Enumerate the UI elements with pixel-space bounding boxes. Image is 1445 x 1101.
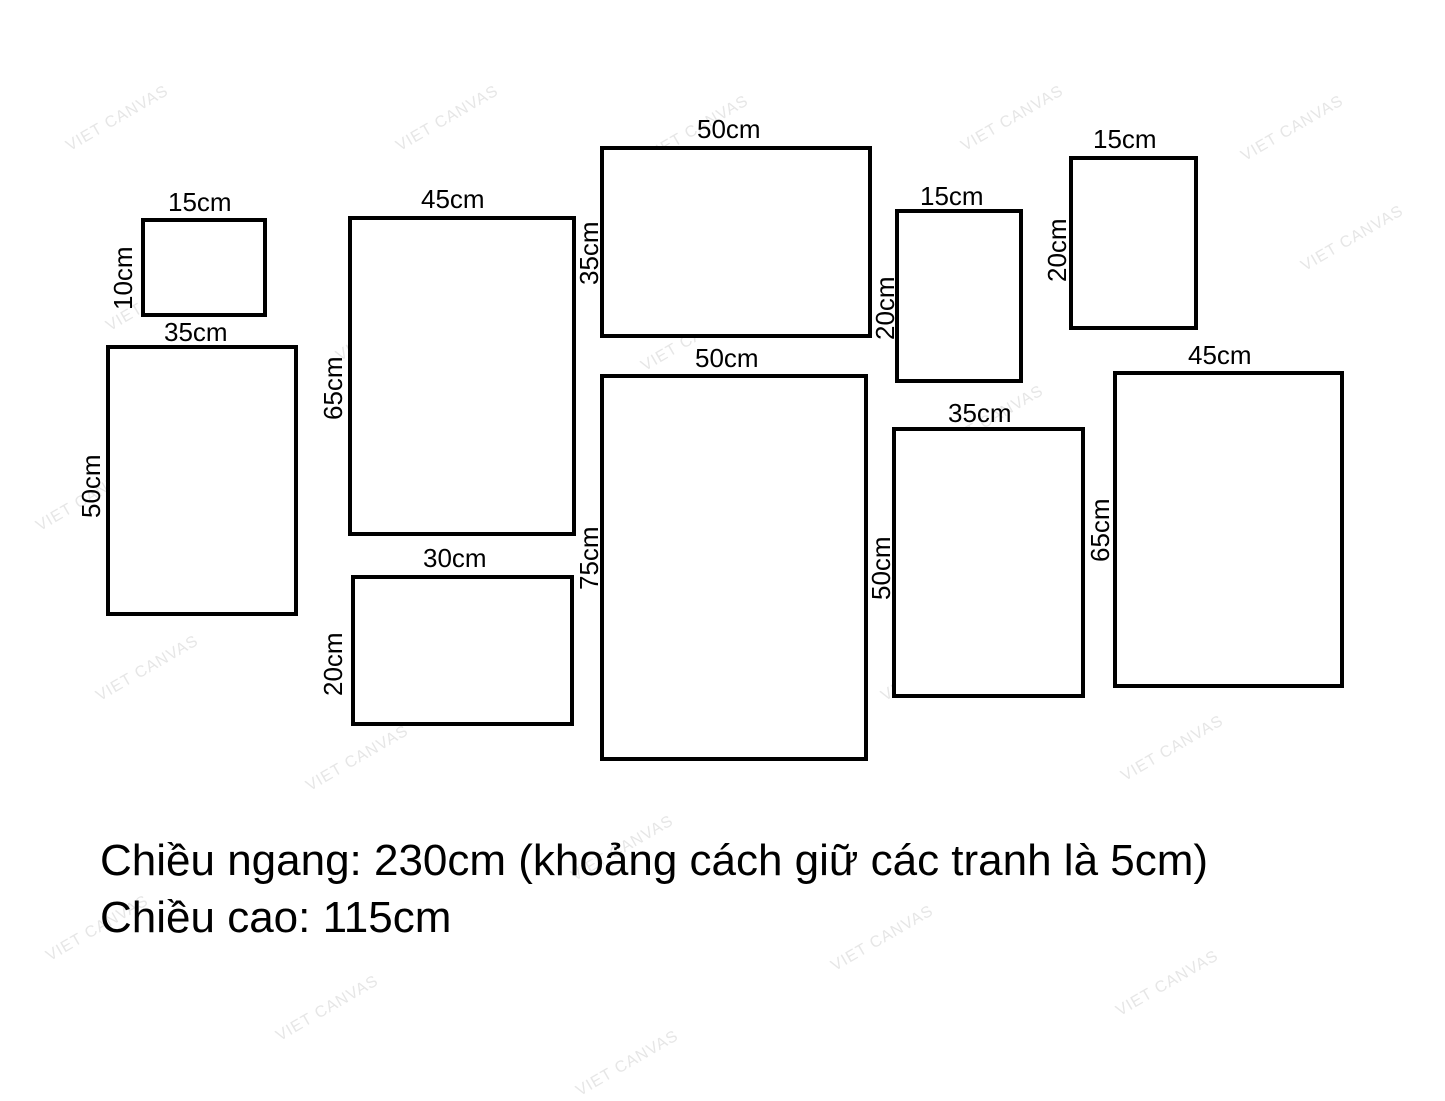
frame-width-label: 50cm (697, 114, 761, 144)
watermark: VIET CANVAS (273, 972, 382, 1045)
frame-width-label: 15cm (1093, 124, 1157, 154)
frame-height-label: 50cm (76, 454, 106, 518)
frame-50x75 (600, 374, 868, 761)
frame-35x50 (892, 427, 1085, 698)
frame-15x10 (141, 218, 267, 317)
watermark: VIET CANVAS (93, 632, 202, 705)
frame-30x20 (351, 575, 574, 726)
frame-height-label: 10cm (108, 246, 138, 310)
frame-width-label: 35cm (164, 317, 228, 347)
frame-width-label: 45cm (1188, 340, 1252, 370)
watermark: VIET CANVAS (393, 82, 502, 155)
frame-height-label: 75cm (574, 526, 604, 590)
total-width-caption: Chiều ngang: 230cm (khoảng cách giữ các … (100, 836, 1209, 885)
frame-width-label: 35cm (948, 398, 1012, 428)
watermark: VIET CANVAS (1118, 712, 1227, 785)
frame-height-label: 20cm (870, 276, 900, 340)
watermark: VIET CANVAS (1113, 947, 1222, 1020)
frame-45x65 (348, 216, 576, 536)
watermark: VIET CANVAS (828, 902, 937, 975)
frame-width-label: 50cm (695, 343, 759, 373)
frame-width-label: 15cm (168, 187, 232, 217)
watermark: VIET CANVAS (303, 722, 412, 795)
frame-15x20 (1069, 156, 1198, 330)
frame-height-label: 35cm (574, 221, 604, 285)
frame-width-label: 45cm (421, 184, 485, 214)
watermark: VIET CANVAS (573, 1027, 682, 1100)
frame-50x35 (600, 146, 872, 338)
frame-35x50 (106, 345, 298, 616)
watermark: VIET CANVAS (1298, 202, 1407, 275)
watermark: VIET CANVAS (958, 82, 1067, 155)
frame-height-label: 50cm (866, 536, 896, 600)
frame-45x65 (1113, 371, 1344, 688)
frame-height-label: 65cm (318, 356, 348, 420)
frame-height-label: 65cm (1085, 498, 1115, 562)
frame-width-label: 15cm (920, 181, 984, 211)
frame-width-label: 30cm (423, 543, 487, 573)
frame-15x20 (895, 209, 1023, 383)
frame-height-label: 20cm (318, 632, 348, 696)
frame-height-label: 20cm (1042, 218, 1072, 282)
watermark: VIET CANVAS (63, 82, 172, 155)
total-height-caption: Chiều cao: 115cm (100, 893, 452, 942)
watermark: VIET CANVAS (1238, 92, 1347, 165)
